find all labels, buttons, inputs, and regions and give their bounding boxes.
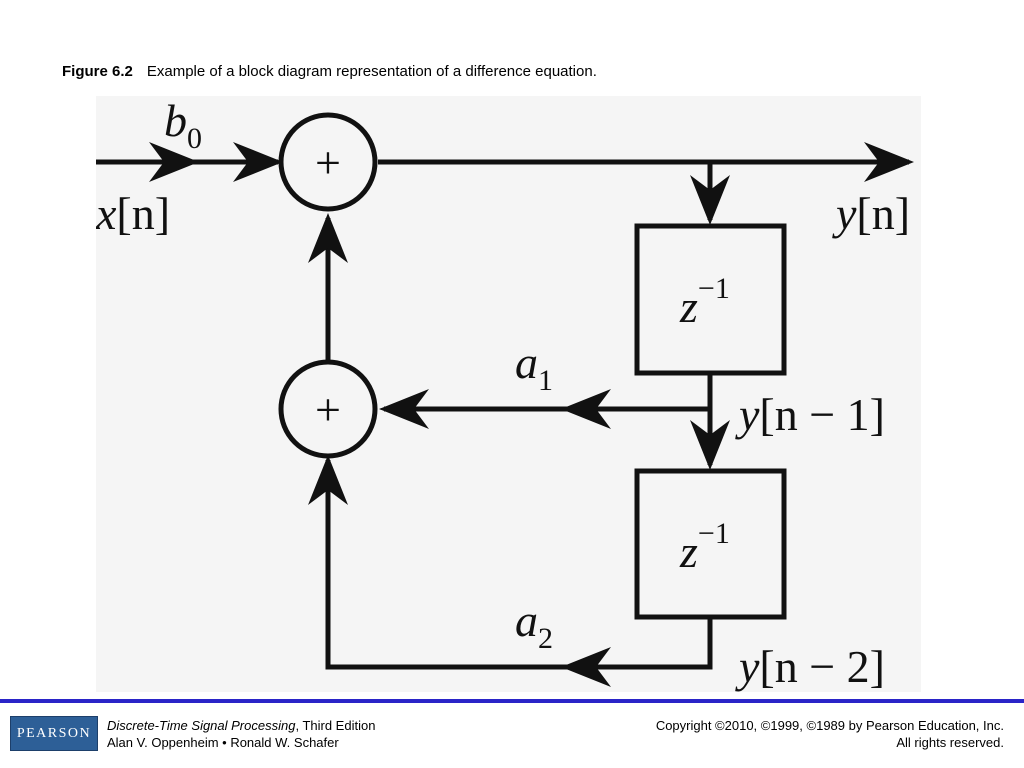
delay-2-label: z−1 <box>679 517 730 577</box>
signal-output-name: y <box>832 188 857 239</box>
signal-output: y[n] <box>832 188 910 239</box>
footer-divider <box>0 699 1024 703</box>
coefficient-a1: a1 <box>515 337 553 397</box>
rights-text: All rights reserved. <box>896 735 1004 750</box>
delay-box-2 <box>634 468 787 620</box>
adder-top-symbol: + <box>315 137 341 188</box>
delay-2-base: z <box>679 526 698 577</box>
footer-title-line: Discrete-Time Signal Processing, Third E… <box>107 717 375 734</box>
coefficient-a2-subscript: 2 <box>538 622 553 655</box>
signal-input-name: x <box>96 188 117 239</box>
coefficient-a1-subscript: 1 <box>538 364 553 397</box>
signal-delay1-name: y <box>735 389 760 440</box>
figure-caption: Figure 6.2 Example of a block diagram rep… <box>62 63 597 80</box>
pearson-logo-text: PEARSON <box>16 725 92 741</box>
coefficient-b0-subscript: 0 <box>187 122 202 155</box>
figure-number: Figure 6.2 <box>62 63 133 80</box>
signal-delay2-rest: [n − 2] <box>759 641 885 692</box>
book-edition: , Third Edition <box>295 718 376 733</box>
signal-delay2: y[n − 2] <box>735 641 885 692</box>
pearson-logo: PEARSON <box>10 716 98 751</box>
figure-caption-text: Example of a block diagram representatio… <box>146 63 597 80</box>
delay-1-exponent: −1 <box>698 272 730 305</box>
coefficient-b0-symbol: b <box>164 96 187 146</box>
footer-book-info: Discrete-Time Signal Processing, Third E… <box>107 717 375 751</box>
block-diagram-svg: + + z−1 z−1 b0 a1 a2 x[n] y[n] y[n − 1] … <box>96 96 914 692</box>
book-authors: Alan V. Oppenheim • Ronald W. Schafer <box>107 735 339 750</box>
block-diagram: + + z−1 z−1 b0 a1 a2 x[n] y[n] y[n − 1] … <box>96 96 921 692</box>
coefficient-b0: b0 <box>164 96 202 155</box>
delay-2-exponent: −1 <box>698 517 730 550</box>
signal-delay1: y[n − 1] <box>735 389 885 440</box>
delay-1-label: z−1 <box>679 272 730 332</box>
signal-input: x[n] <box>96 188 170 239</box>
signal-output-rest: [n] <box>856 188 910 239</box>
a2-line-1 <box>561 617 713 687</box>
signal-input-rest: [n] <box>116 188 170 239</box>
book-title: Discrete-Time Signal Processing <box>107 718 296 733</box>
delay-1-base: z <box>679 281 698 332</box>
copyright-text: Copyright ©2010, ©1999, ©1989 by Pearson… <box>655 718 1004 733</box>
footer-copyright: Copyright ©2010, ©1999, ©1989 by Pearson… <box>656 717 1004 751</box>
coefficient-a2: a2 <box>515 595 553 655</box>
adder-top <box>278 112 378 212</box>
signal-delay1-rest: [n − 1] <box>759 389 885 440</box>
delay-box-1 <box>634 223 787 376</box>
a2-line-2 <box>308 455 566 670</box>
adder-bottom <box>278 359 378 459</box>
adder-bottom-symbol: + <box>315 384 341 435</box>
signal-delay2-name: y <box>735 641 760 692</box>
coefficient-a2-symbol: a <box>515 595 538 646</box>
coefficient-a1-symbol: a <box>515 337 538 388</box>
